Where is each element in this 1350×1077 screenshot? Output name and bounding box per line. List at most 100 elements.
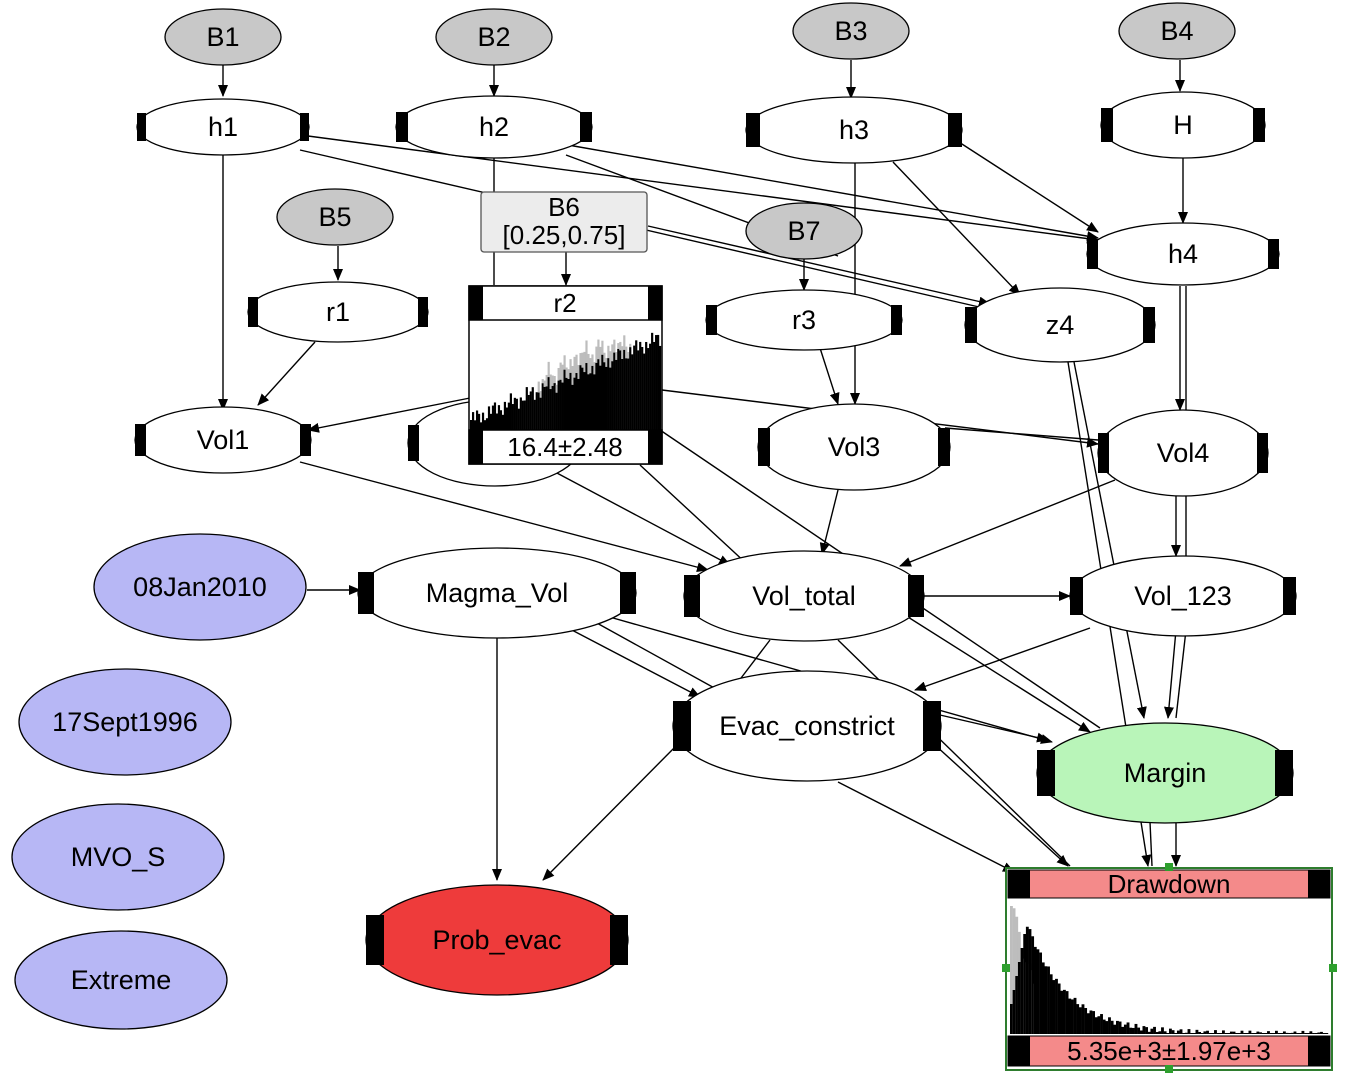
node-b7[interactable]: B7 [745,202,863,260]
histogram-bar [545,386,548,430]
histogram-bar [505,407,509,430]
histogram-bar [1309,1031,1313,1034]
histogram-bar [470,420,473,430]
node-h1[interactable]: h1 [136,98,310,156]
histogram-bar [523,400,526,430]
edge-magma-evac-a [567,627,701,698]
node-z4[interactable]: z4 [964,287,1156,363]
node-r3[interactable]: r3 [705,289,903,351]
histogram-bar [1222,1030,1225,1034]
node-prob-evac[interactable]: Prob_evac [365,884,629,996]
resize-handle-bottom[interactable] [1165,1065,1173,1073]
node-b2[interactable]: B2 [435,8,553,66]
node-evac-constrict[interactable]: Evac_constrict [672,670,942,782]
histogram-bar [1214,1030,1217,1034]
node-drawdown[interactable]: Drawdown 5.35e+3±1.97e+3 [1002,863,1337,1073]
node-b5[interactable]: B5 [276,188,394,246]
histogram-bar [1267,1031,1270,1034]
histogram-bar [1282,1031,1286,1034]
node-h4-label: h4 [1168,239,1198,269]
histogram-bar [577,378,580,430]
node-z4-label: z4 [1046,310,1075,340]
scenario-node-mvo-s[interactable]: MVO_S [11,803,225,911]
histogram-bar [653,341,656,430]
node-vol4[interactable]: Vol4 [1097,409,1269,497]
node-b6[interactable]: B6 [0.25,0.75] [480,191,648,253]
histogram-bar [1015,916,1019,1034]
node-vol-123[interactable]: Vol_123 [1069,555,1297,637]
node-r2[interactable]: r2 16.4±2.48 [468,285,663,465]
histogram-bar [529,391,532,430]
histogram-bar [577,365,580,379]
histogram-bar [591,365,594,430]
histogram-bar [641,346,644,430]
histogram-bar [593,362,596,375]
histogram-bar [575,354,578,374]
histogram-bar [1060,990,1064,1034]
histogram-bar [1049,974,1053,1034]
histogram-bar [497,405,501,430]
histogram-bar [1153,1026,1156,1034]
histogram-bar [603,362,606,430]
histogram-bar [493,402,497,430]
node-vol-123-label: Vol_123 [1134,581,1232,611]
histogram-bar [1073,997,1077,1034]
node-h3[interactable]: h3 [745,96,963,164]
resize-handle-left[interactable] [1002,964,1010,972]
resize-handle-top[interactable] [1165,863,1173,871]
histogram-bar [537,381,540,393]
resize-handle-right[interactable] [1329,964,1337,972]
node-vol3[interactable]: Vol3 [757,403,951,491]
node-b3[interactable]: B3 [792,2,910,60]
scenario-node-extreme[interactable]: Extreme [14,930,228,1030]
histogram-bar [623,349,626,430]
histogram-bar [477,413,481,430]
histogram-bar [595,346,598,363]
node-H[interactable]: H [1100,91,1266,159]
node-b4[interactable]: B4 [1118,2,1236,60]
histogram-bar [607,345,610,359]
node-vol-total[interactable]: Vol_total [683,550,925,642]
histogram-bar [1161,1027,1164,1034]
histogram-bar [609,367,612,430]
node-magma-vol[interactable]: Magma_Vol [357,547,637,639]
histogram-bar [581,367,584,430]
node-h4[interactable]: h4 [1086,222,1280,286]
histogram-bar [1147,1031,1151,1034]
histogram-bar [1253,1033,1257,1034]
histogram-bar [643,353,646,430]
edge-vol123-evac [914,627,1091,692]
histogram-bar [1017,962,1021,1034]
node-b6-range: [0.25,0.75] [503,220,626,250]
edge-vol4-voltotal [899,479,1116,567]
node-b1[interactable]: B1 [164,8,282,66]
histogram-bar [609,351,612,368]
histogram-bar [475,410,479,430]
histogram-bar [473,420,477,430]
histogram-bar [1137,1027,1141,1034]
histogram-bar [1259,1032,1262,1034]
histogram-bar [1208,1033,1212,1034]
histogram-bar [521,400,524,430]
histogram-bar [515,398,518,430]
histogram-bar [1216,1033,1220,1034]
scenario-node-17sept1996[interactable]: 17Sept1996 [18,668,232,776]
histogram-bar [1224,1033,1228,1034]
histogram-bar [1081,1004,1085,1034]
histogram-bar [617,348,620,430]
node-vol1[interactable]: Vol1 [134,406,312,474]
node-evac-constrict-label: Evac_constrict [719,711,895,741]
histogram-bar [537,392,540,430]
r2-histogram [470,332,662,430]
node-r1[interactable]: r1 [247,281,429,343]
node-h2[interactable]: h2 [395,95,593,159]
histogram-bar [1076,1004,1080,1034]
histogram-bar [1272,1033,1276,1034]
histogram-bar [599,365,602,430]
scenario-node-08jan2010[interactable]: 08Jan2010 [93,533,307,641]
histogram-bar [1102,1019,1106,1034]
histogram-bar [1312,1033,1315,1034]
node-margin[interactable]: Margin [1036,722,1294,824]
histogram-bar [639,341,642,430]
histogram-bar [645,341,648,430]
